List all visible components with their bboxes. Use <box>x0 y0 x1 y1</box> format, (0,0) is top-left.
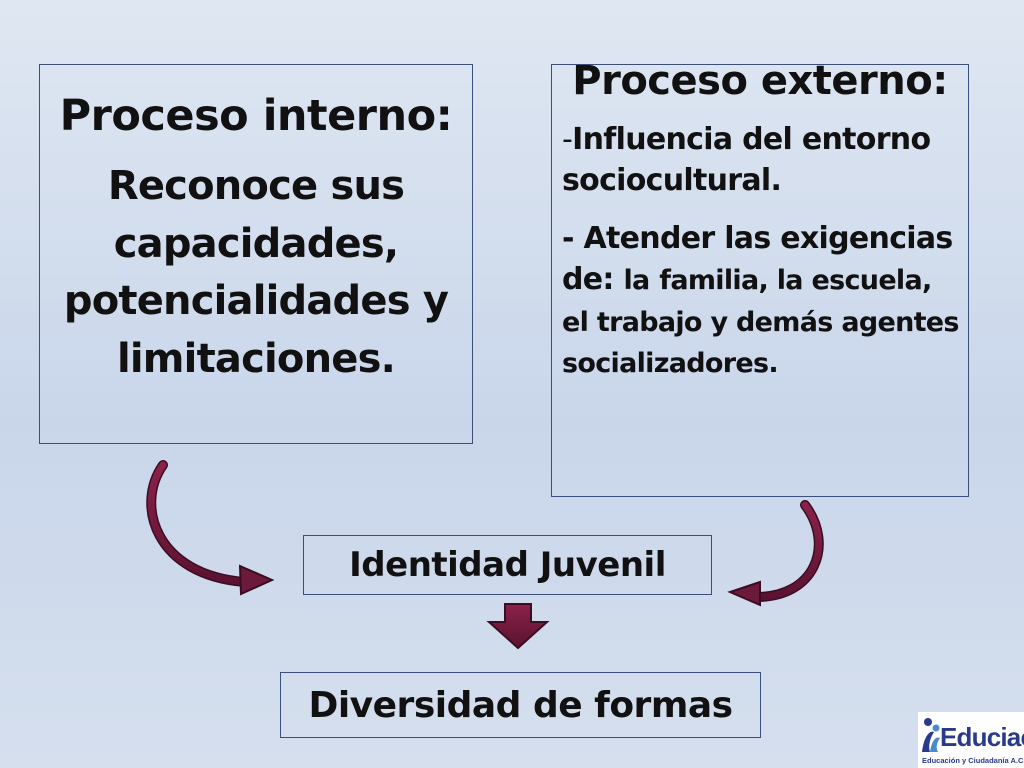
external-item-demands-first: la <box>623 265 650 297</box>
down-block-arrow <box>486 603 550 650</box>
right-curved-arrow <box>727 500 824 607</box>
identity-box: Identidad Juvenil <box>303 535 712 595</box>
internal-process-title: Proceso interno: <box>59 91 453 141</box>
external-process-box: Proceso externo: -Influencia del entorno… <box>551 59 969 497</box>
external-item-demands-rest: familia, la escuela, el trabajo y demás … <box>562 265 959 379</box>
internal-process-description: Reconoce sus capacidades, potencialidade… <box>63 163 449 383</box>
external-item-environment: -Influencia del entorno sociocultural. <box>552 119 968 202</box>
external-item-demands-lead: - Atender las exigencias de: <box>562 220 953 298</box>
people-logo-icon <box>922 718 940 752</box>
identity-label: Identidad Juvenil <box>349 545 666 585</box>
left-curved-arrow <box>146 460 275 596</box>
internal-process-box: Proceso interno: Reconoce sus capacidade… <box>39 64 473 444</box>
logo-subtitle: Educación y Ciudadanía A.C. <box>922 756 1024 765</box>
diversity-box: Diversidad de formas <box>280 672 761 738</box>
diversity-label: Diversidad de formas <box>308 685 733 726</box>
external-item-environment-text: Influencia del entorno sociocultural. <box>562 122 931 199</box>
educiac-logo: Educiac Educación y Ciudadanía A.C. <box>918 712 1024 768</box>
external-item-demands: - Atender las exigencias de: la familia,… <box>552 218 968 384</box>
logo-wordmark: Educiac <box>940 722 1024 752</box>
external-process-title: Proceso externo: <box>572 58 948 104</box>
external-item-dash: - <box>562 122 573 157</box>
